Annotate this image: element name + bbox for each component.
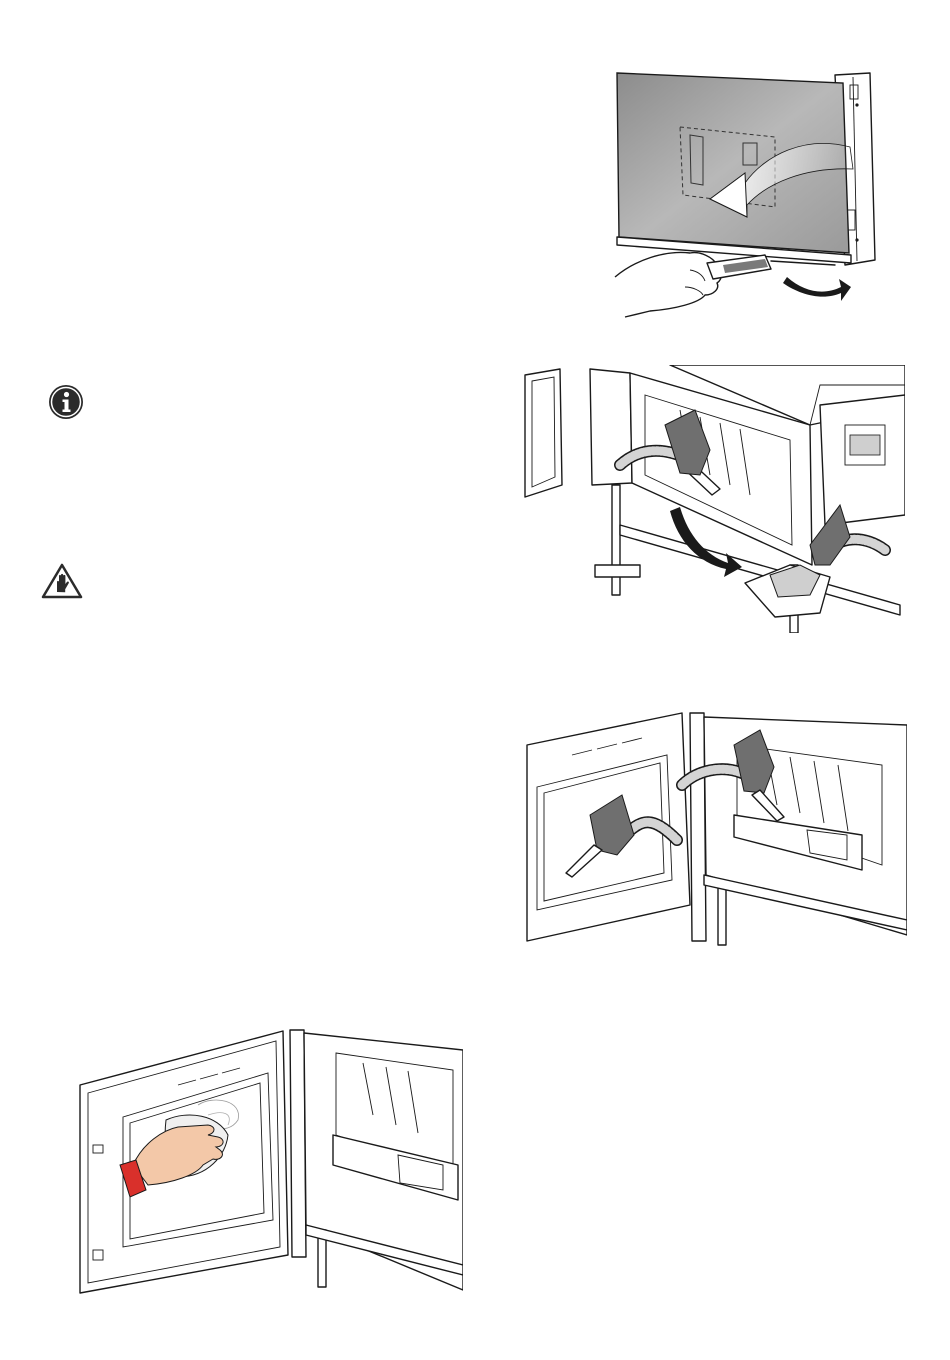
figure-glass-wiping — [78, 1025, 463, 1297]
info-icon — [47, 383, 85, 421]
figure-glass-removal — [595, 65, 895, 330]
figure-burn-pot-removal — [520, 365, 905, 633]
warning-hand-icon — [41, 563, 83, 599]
figure-vacuum-cleaning — [522, 705, 907, 950]
